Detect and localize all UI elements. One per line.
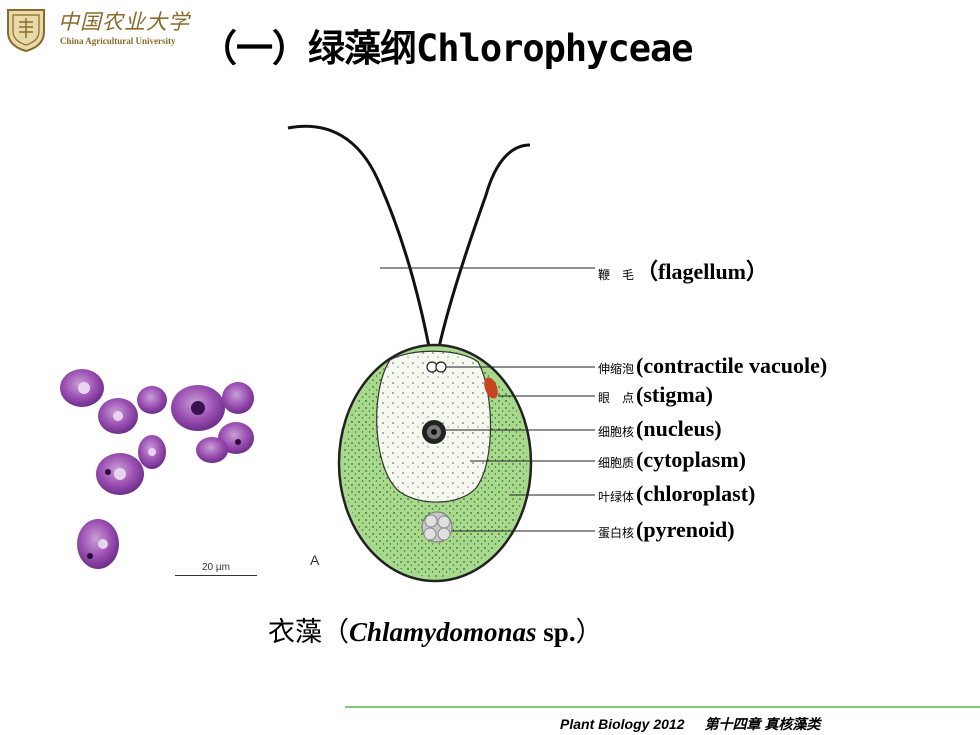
label-chloroplast-cn: 叶绿体: [598, 490, 635, 504]
label-cytoplasm-en: (cytoplasm): [636, 447, 746, 472]
label-flagellum-cn: 鞭 毛: [598, 268, 635, 282]
label-stigma: 眼 点(stigma): [598, 382, 713, 408]
label-flagellum-en: （flagellum）: [636, 259, 769, 284]
caption-scientific-name: Chlamydomonas: [349, 617, 537, 647]
label-cytoplasm: 细胞质(cytoplasm): [598, 447, 746, 473]
university-name-en: China Agricultural University: [60, 36, 176, 46]
caption-cn: 衣藻（: [268, 617, 349, 648]
flagellum-left: [287, 124, 432, 353]
stigma: [484, 377, 498, 399]
pyrenoid: [421, 511, 453, 543]
footer-course: Plant Biology 2012: [560, 716, 685, 732]
stained-cells: [60, 369, 254, 569]
label-pyrenoid: 蛋白核(pyrenoid): [598, 517, 735, 543]
leader-lines: [380, 267, 595, 532]
university-name-cn: 中国农业大学: [58, 10, 190, 34]
micrograph-image: [60, 369, 254, 569]
label-cytoplasm-cn: 细胞质: [598, 456, 635, 470]
label-pyrenoid-cn: 蛋白核: [598, 526, 635, 540]
label-contractile-vacuole-en: (contractile vacuole): [636, 353, 828, 378]
label-pyrenoid-en: (pyrenoid): [636, 517, 735, 542]
label-nucleus-en: (nucleus): [636, 416, 722, 441]
label-chloroplast-en: (chloroplast): [636, 481, 756, 506]
label-nucleus: 细胞核(nucleus): [598, 416, 722, 442]
figure-label: A: [310, 552, 320, 568]
footer-divider: [345, 706, 980, 708]
label-contractile-vacuole: 伸缩泡(contractile vacuole): [598, 353, 827, 379]
scale-bar: 20 µm: [175, 562, 257, 576]
label-stigma-en: (stigma): [636, 382, 713, 407]
caption-close: ）: [575, 617, 603, 648]
figure-caption: 衣藻（Chlamydomonas sp.）: [268, 610, 603, 649]
label-chloroplast: 叶绿体(chloroplast): [598, 481, 755, 507]
flagellum-right: [436, 143, 531, 353]
chlamydomonas-diagram: [287, 124, 595, 583]
university-emblem: [7, 9, 45, 52]
slide-title: （一）绿藻纲Chlorophyceae: [200, 27, 694, 70]
label-flagellum: 鞭 毛（flagellum）: [598, 254, 768, 286]
label-nucleus-cn: 细胞核: [598, 425, 635, 439]
footer: Plant Biology 2012 第十四章 真核藻类: [560, 714, 820, 734]
caption-sp: sp.: [536, 617, 576, 647]
label-contractile-vacuole-cn: 伸缩泡: [598, 362, 635, 376]
scale-bar-line: [175, 575, 257, 576]
scale-bar-text: 20 µm: [202, 562, 230, 573]
footer-chapter: 第十四章 真核藻类: [704, 716, 821, 732]
label-stigma-cn: 眼 点: [598, 391, 635, 405]
